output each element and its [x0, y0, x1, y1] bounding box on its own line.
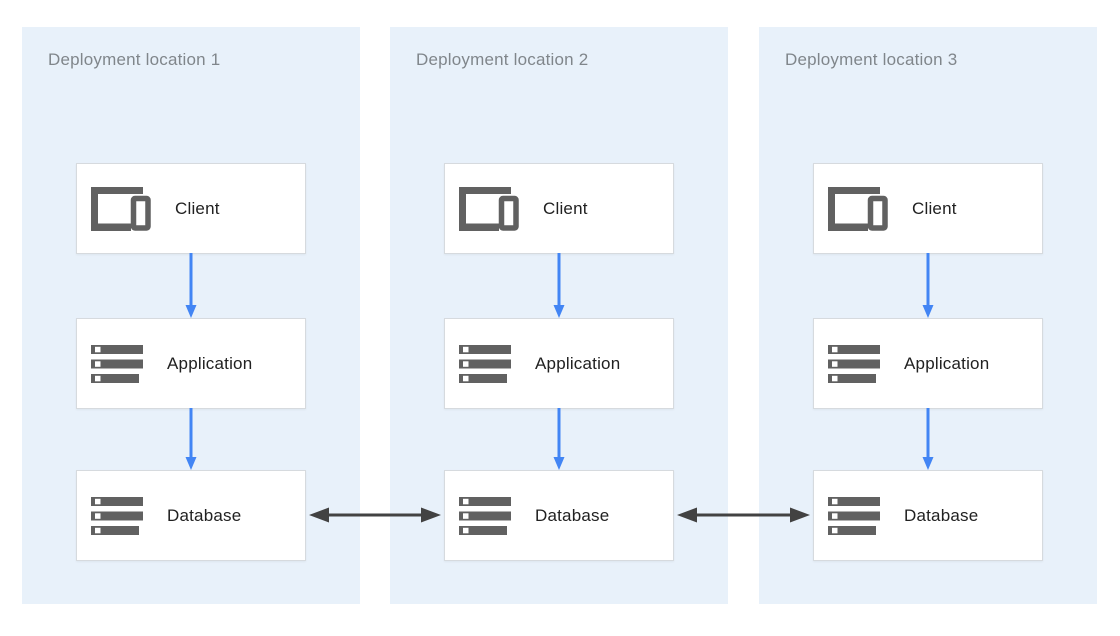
application-node: Application [444, 318, 674, 409]
node-label: Client [543, 198, 588, 218]
node-label: Database [535, 505, 610, 525]
node-label: Application [904, 353, 990, 373]
node-label: Application [167, 353, 253, 373]
storage-icon [828, 496, 880, 535]
deployment-zone-1: Deployment location 1 Client App [22, 27, 360, 604]
zone-title: Deployment location 1 [48, 50, 221, 69]
deployment-zone-2: Deployment location 2 Client App [390, 27, 728, 604]
node-label: Database [167, 505, 242, 525]
application-node: Application [76, 318, 306, 409]
devices-icon [459, 186, 519, 231]
storage-icon [459, 496, 511, 535]
node-label: Client [912, 198, 957, 218]
deployment-zone-3: Deployment location 3 Client App [759, 27, 1097, 604]
database-node: Database [76, 470, 306, 561]
client-node: Client [76, 163, 306, 254]
storage-icon [828, 344, 880, 383]
storage-icon [91, 496, 143, 535]
zone-title: Deployment location 3 [785, 50, 958, 69]
storage-icon [459, 344, 511, 383]
application-node: Application [813, 318, 1043, 409]
devices-icon [828, 186, 888, 231]
storage-icon [91, 344, 143, 383]
client-node: Client [444, 163, 674, 254]
client-node: Client [813, 163, 1043, 254]
node-label: Client [175, 198, 220, 218]
zone-title: Deployment location 2 [416, 50, 589, 69]
devices-icon [91, 186, 151, 231]
database-node: Database [444, 470, 674, 561]
node-label: Database [904, 505, 979, 525]
node-label: Application [535, 353, 621, 373]
database-node: Database [813, 470, 1043, 561]
